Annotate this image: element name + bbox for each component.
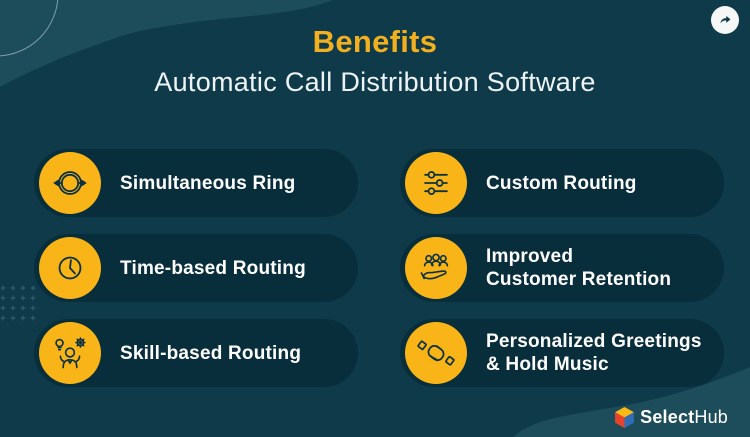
benefit-card-improved-customer-retention: Improved Customer Retention — [400, 234, 724, 302]
benefit-card-personalized-greetings: Personalized Greetings & Hold Music — [400, 319, 724, 387]
benefit-label-line: Skill-based Routing — [120, 342, 302, 364]
benefit-label-line: & Hold Music — [486, 354, 609, 375]
benefit-card-custom-routing: Custom Routing — [400, 149, 724, 217]
benefit-card-skill-based-routing: Skill-based Routing — [34, 319, 358, 387]
benefit-label-line: Customer Retention — [486, 269, 672, 290]
brand-name-regular: Hub — [694, 407, 728, 427]
share-arrow-icon — [720, 15, 731, 24]
brand-name-bold: Select — [640, 407, 695, 427]
benefit-label-line: Personalized Greetings — [486, 331, 702, 352]
share-button[interactable] — [711, 6, 739, 34]
improved-customer-retention-icon — [405, 237, 467, 299]
personalized-greetings-icon — [405, 322, 467, 384]
benefit-label: Time-based Routing — [120, 257, 306, 280]
benefits-grid: Simultaneous Ring Custom Routing — [34, 149, 724, 387]
time-based-routing-icon — [39, 237, 101, 299]
benefit-label-line: Custom Routing — [486, 172, 637, 194]
benefit-card-simultaneous-ring: Simultaneous Ring — [34, 149, 358, 217]
dot-grid-decoration — [0, 285, 36, 321]
skill-based-routing-icon — [39, 322, 101, 384]
benefit-label-line: Simultaneous Ring — [120, 172, 296, 194]
selecthub-cube-logo — [615, 407, 635, 428]
simultaneous-ring-icon — [39, 152, 101, 214]
custom-routing-icon — [405, 152, 467, 214]
benefit-label: Personalized Greetings & Hold Music — [486, 330, 702, 376]
benefit-label-line: Time-based Routing — [120, 257, 306, 279]
benefit-card-time-based-routing: Time-based Routing — [34, 234, 358, 302]
benefit-label-line: Improved — [486, 246, 574, 267]
page-subtitle: Automatic Call Distribution Software — [154, 67, 596, 97]
page-title: Benefits — [312, 24, 438, 59]
benefit-label: Simultaneous Ring — [120, 172, 295, 195]
brand-name: SelectHub — [640, 407, 728, 428]
benefit-label: Improved Customer Retention — [486, 245, 671, 291]
brand-footer: SelectHub — [614, 406, 728, 429]
benefit-label: Custom Routing — [486, 172, 637, 195]
benefit-label: Skill-based Routing — [120, 342, 301, 365]
header: Benefits Automatic Call Distribution Sof… — [0, 24, 750, 98]
